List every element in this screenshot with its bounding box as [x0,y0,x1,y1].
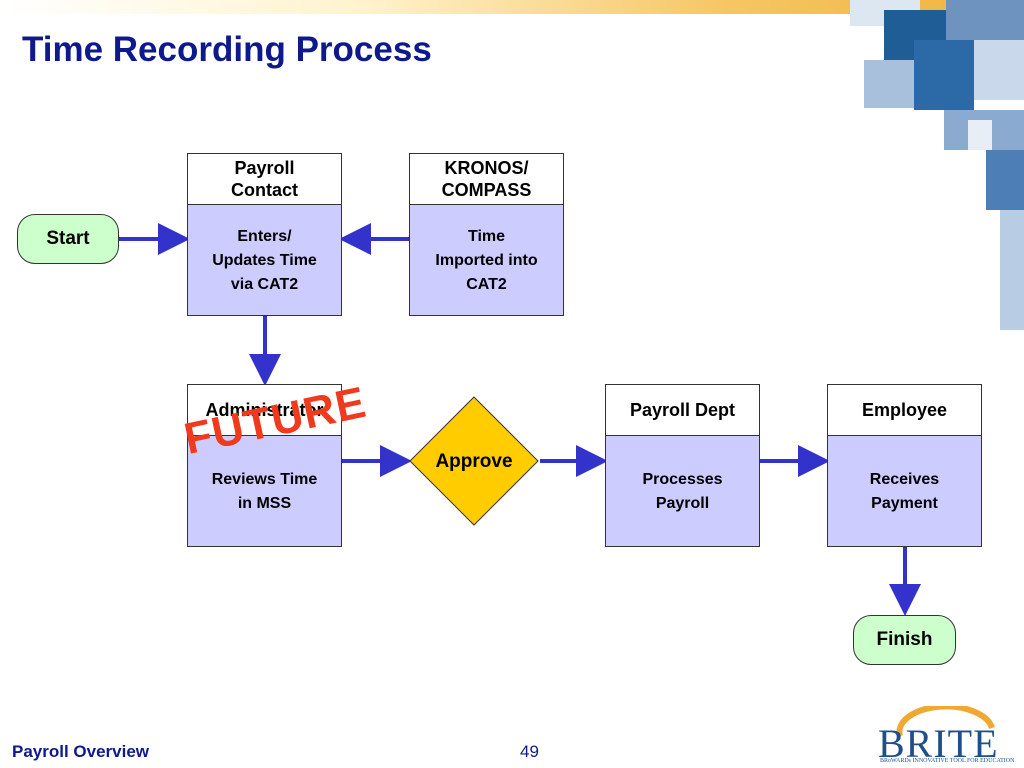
node-payroll-dept: Payroll Dept Processes Payroll [605,384,760,547]
payroll-dept-role: Payroll Dept [606,385,759,436]
administrator-role: Administrator [188,385,341,436]
logo-wordmark: BRITE [878,721,999,766]
kronos-compass-task: Time Imported into CAT2 [410,205,563,315]
employee-task: Receives Payment [828,436,981,546]
payroll-contact-role: Payroll Contact [188,154,341,205]
finish-node: Finish [853,615,956,665]
page-number: 49 [520,742,539,761]
administrator-task: Reviews Time in MSS [188,436,341,546]
payroll-dept-task: Processes Payroll [606,436,759,546]
node-kronos-compass: KRONOS/ COMPASS Time Imported into CAT2 [409,153,564,316]
approve-decision-diamond [409,396,539,526]
logo-tagline: BRoWARDs INNOVATIVE TOOL FOR EDUCATION [880,758,1015,764]
payroll-contact-task: Enters/ Updates Time via CAT2 [188,205,341,315]
node-administrator: Administrator Reviews Time in MSS [187,384,342,547]
kronos-compass-role: KRONOS/ COMPASS [410,154,563,205]
start-node: Start [17,214,119,264]
brite-logo: BRITE BRoWARDs INNOVATIVE TOOL FOR EDUCA… [872,706,1018,766]
node-payroll-contact: Payroll Contact Enters/ Updates Time via… [187,153,342,316]
header-gradient-band [0,0,1024,14]
approve-label: Approve [435,451,513,472]
page-title: Time Recording Process [22,30,432,69]
footer-title: Payroll Overview [12,742,150,761]
node-employee: Employee Receives Payment [827,384,982,547]
employee-role: Employee [828,385,981,436]
decorative-blocks [840,0,1024,330]
